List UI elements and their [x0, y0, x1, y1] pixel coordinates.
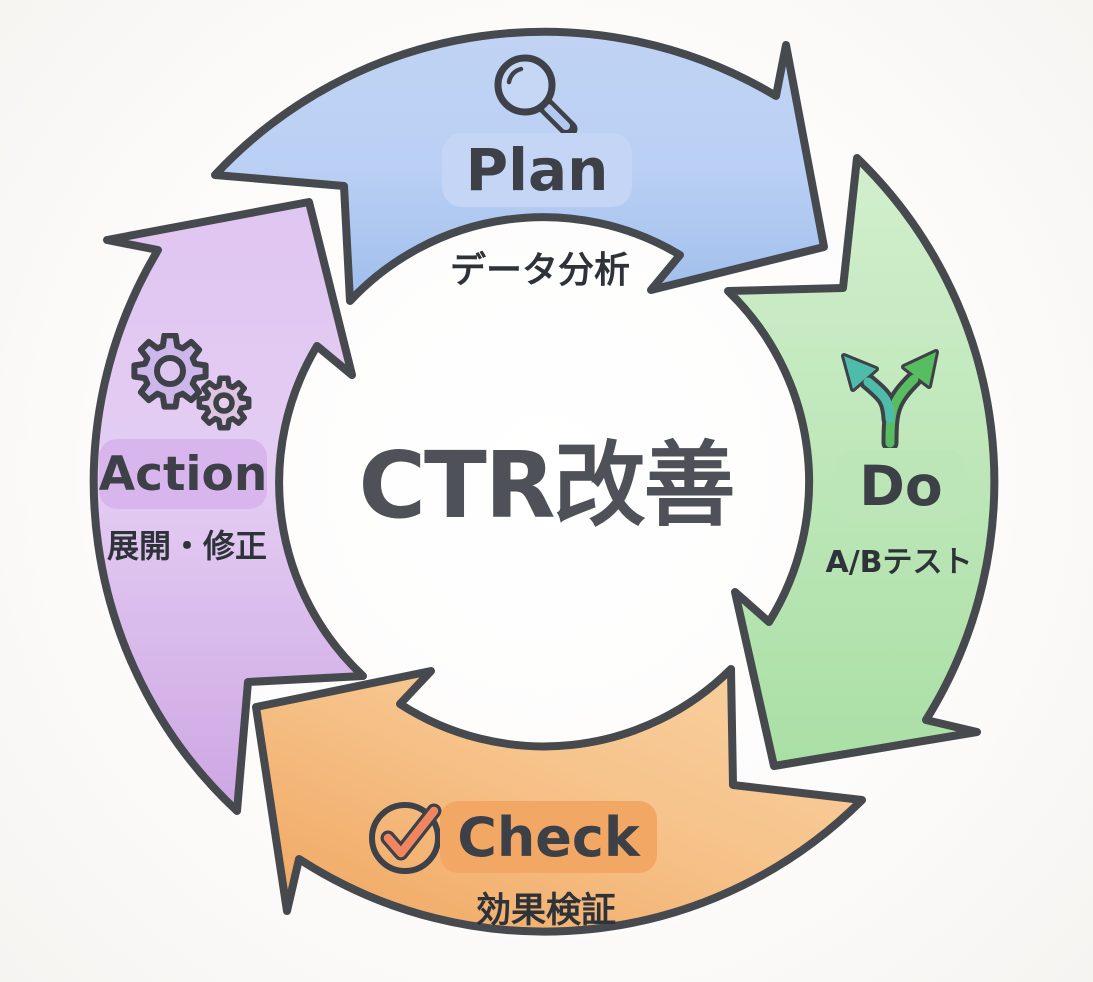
- action-badge: Action: [99, 439, 267, 509]
- branch-arrows-icon: [841, 349, 939, 448]
- do-label: Do: [859, 454, 943, 518]
- page-title: CTR改善: [358, 432, 735, 539]
- do-badge: Do: [836, 450, 966, 522]
- check-arrow: [252, 665, 866, 936]
- check-subtitle: 効果検証: [475, 891, 617, 931]
- plan-subtitle: データ分析: [449, 250, 631, 291]
- gears-icon: [131, 333, 252, 431]
- action-subtitle: 展開・修正: [106, 527, 268, 565]
- do-subtitle: A/Bテスト: [825, 545, 973, 580]
- check-label: Check: [457, 805, 640, 869]
- check-badge: Check: [440, 801, 657, 873]
- magnifier-icon: [494, 54, 578, 138]
- plan-badge: Plan: [442, 133, 632, 207]
- plan-label: Plan: [465, 136, 609, 204]
- action-label: Action: [98, 446, 268, 502]
- checkmark-circle-icon: [369, 802, 442, 874]
